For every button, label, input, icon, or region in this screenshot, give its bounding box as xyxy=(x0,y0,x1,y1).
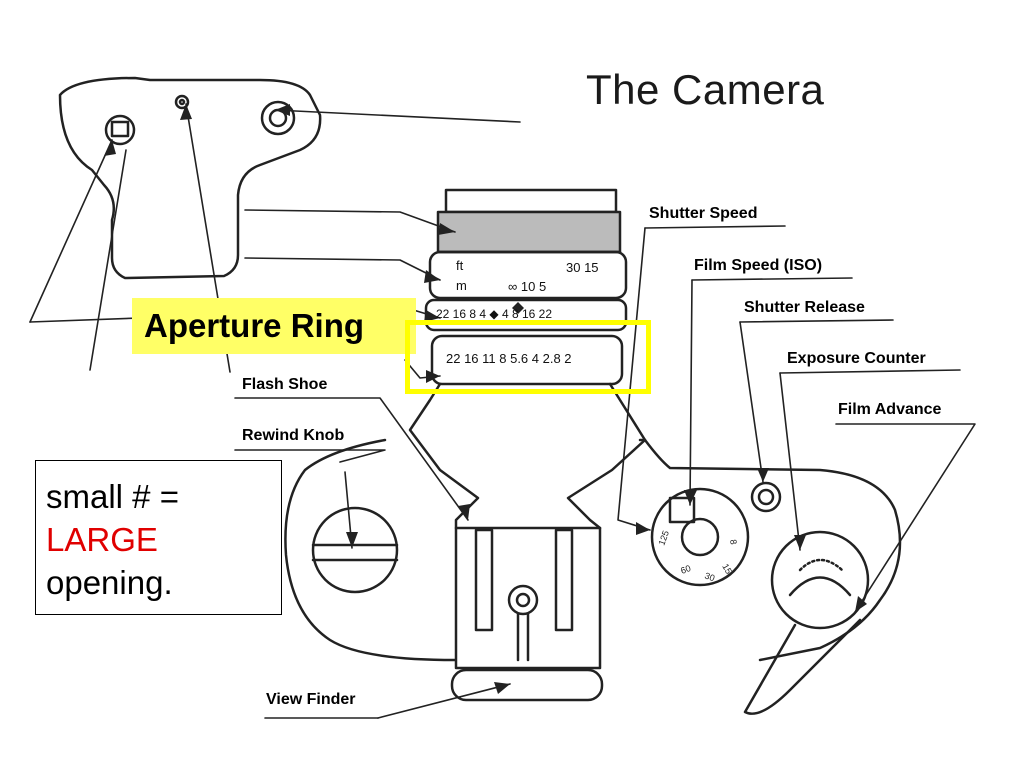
label-film-advance: Film Advance xyxy=(838,401,942,418)
body-right xyxy=(643,438,902,662)
note-line-1: small # = xyxy=(46,478,179,515)
flash-shoe xyxy=(454,526,602,670)
label-flash-shoe: Flash Shoe xyxy=(242,376,328,393)
svg-text:30: 30 xyxy=(703,570,716,583)
shutter-release xyxy=(750,481,782,513)
aperture-scale-ring xyxy=(430,334,624,386)
inset-button xyxy=(260,100,296,136)
aperture-ring-label: Aperture Ring xyxy=(132,298,416,354)
label-view-finder: View Finder xyxy=(266,691,356,708)
body-left xyxy=(284,438,457,662)
distance-values-ft: 30 15 xyxy=(566,260,599,275)
depth-of-field-scale: 22 16 8 4 ◆ 4 8 16 22 xyxy=(436,307,552,321)
label-shutter-release: Shutter Release xyxy=(744,299,865,316)
inset-outline xyxy=(58,76,322,280)
label-shutter-speed: Shutter Speed xyxy=(649,205,758,222)
note-line-3: opening. xyxy=(46,564,173,601)
aperture-ring-highlight xyxy=(405,320,651,394)
focus-grip xyxy=(436,210,622,254)
shutter-speed-dial xyxy=(650,487,750,587)
lens-cap xyxy=(444,188,618,214)
page-title: The Camera xyxy=(586,66,825,113)
note-box: small # = LARGE opening. xyxy=(35,460,282,615)
inset-eyepiece xyxy=(104,114,136,146)
svg-text:15: 15 xyxy=(720,562,734,576)
distance-values-m: ∞ 10 5 xyxy=(508,279,547,294)
svg-text:125: 125 xyxy=(656,529,671,547)
film-advance-lever xyxy=(743,618,862,715)
svg-text:8: 8 xyxy=(728,539,739,546)
svg-text:60: 60 xyxy=(679,563,692,576)
note-line-2: LARGE xyxy=(46,521,158,558)
label-exposure-counter: Exposure Counter xyxy=(787,350,926,367)
film-advance-knob xyxy=(770,530,870,630)
label-film-speed: Film Speed (ISO) xyxy=(694,257,823,274)
rewind-knob xyxy=(311,506,399,594)
inset-dot xyxy=(174,94,190,110)
view-finder-window xyxy=(450,668,604,702)
distance-unit-ft: ft xyxy=(456,258,464,273)
label-rewind-knob: Rewind Knob xyxy=(242,427,345,444)
f-stop-scale: 22 16 11 8 5.6 4 2.8 2 xyxy=(446,351,572,366)
distance-unit-m: m xyxy=(456,278,467,293)
